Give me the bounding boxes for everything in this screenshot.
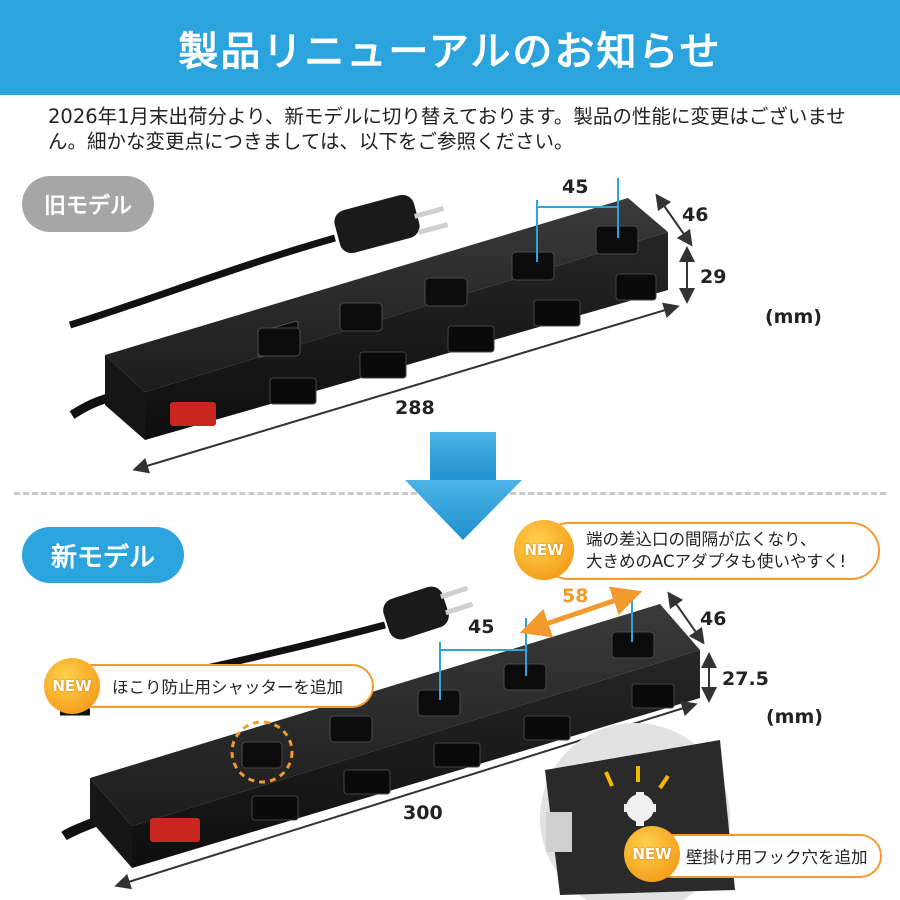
page-header: 製品リニューアルのお知らせ — [0, 0, 900, 95]
old-dim-unit: (mm) — [765, 306, 822, 328]
new-model-label: 新モデル — [22, 527, 184, 583]
callout-wall-hook: 壁掛け用フック穴を追加 — [650, 834, 882, 878]
old-dim-length: 288 — [395, 397, 435, 419]
old-dim-width: 46 — [682, 204, 709, 226]
new-plug — [383, 585, 474, 640]
old-power-strip — [68, 178, 695, 474]
callout-outlet-spacing: 端の差込口の間隔が広くなり、 大きめのACアダプタも使いやすく! — [540, 522, 880, 580]
callout-dust-shutter: ほこり防止用シャッターを追加 — [70, 664, 374, 708]
new-badge-icon: NEW — [624, 826, 680, 882]
new-dim-height: 27.5 — [722, 668, 769, 690]
page-title: 製品リニューアルのお知らせ — [178, 28, 722, 75]
new-power-strip — [60, 585, 717, 890]
new-dim-unit: (mm) — [766, 706, 823, 728]
new-badge-icon: NEW — [514, 520, 574, 580]
new-badge-icon: NEW — [44, 658, 100, 714]
new-dim-width: 46 — [700, 608, 727, 630]
old-dim-spacing: 45 — [562, 176, 589, 198]
intro-text: 2026年1月末出荷分より、新モデルに切り替えております。製品の性能に変更はござ… — [48, 105, 846, 153]
old-power-switch — [170, 402, 216, 426]
old-dim-height: 29 — [700, 266, 727, 288]
old-model-label: 旧モデル — [22, 176, 154, 232]
callout-dust-shutter-text: ほこり防止用シャッターを追加 — [112, 678, 343, 697]
new-dim-spacing: 45 — [468, 616, 495, 638]
old-plug — [334, 194, 449, 254]
callout-outlet-spacing-line1: 端の差込口の間隔が広くなり、 — [586, 530, 817, 549]
new-power-switch — [150, 818, 200, 842]
down-arrow — [405, 432, 522, 540]
callout-wall-hook-text: 壁掛け用フック穴を追加 — [686, 848, 868, 867]
new-dim-length: 300 — [403, 802, 443, 824]
new-dim-end-spacing: 58 — [562, 585, 589, 607]
callout-outlet-spacing-line2: 大きめのACアダプタも使いやすく! — [586, 552, 847, 571]
